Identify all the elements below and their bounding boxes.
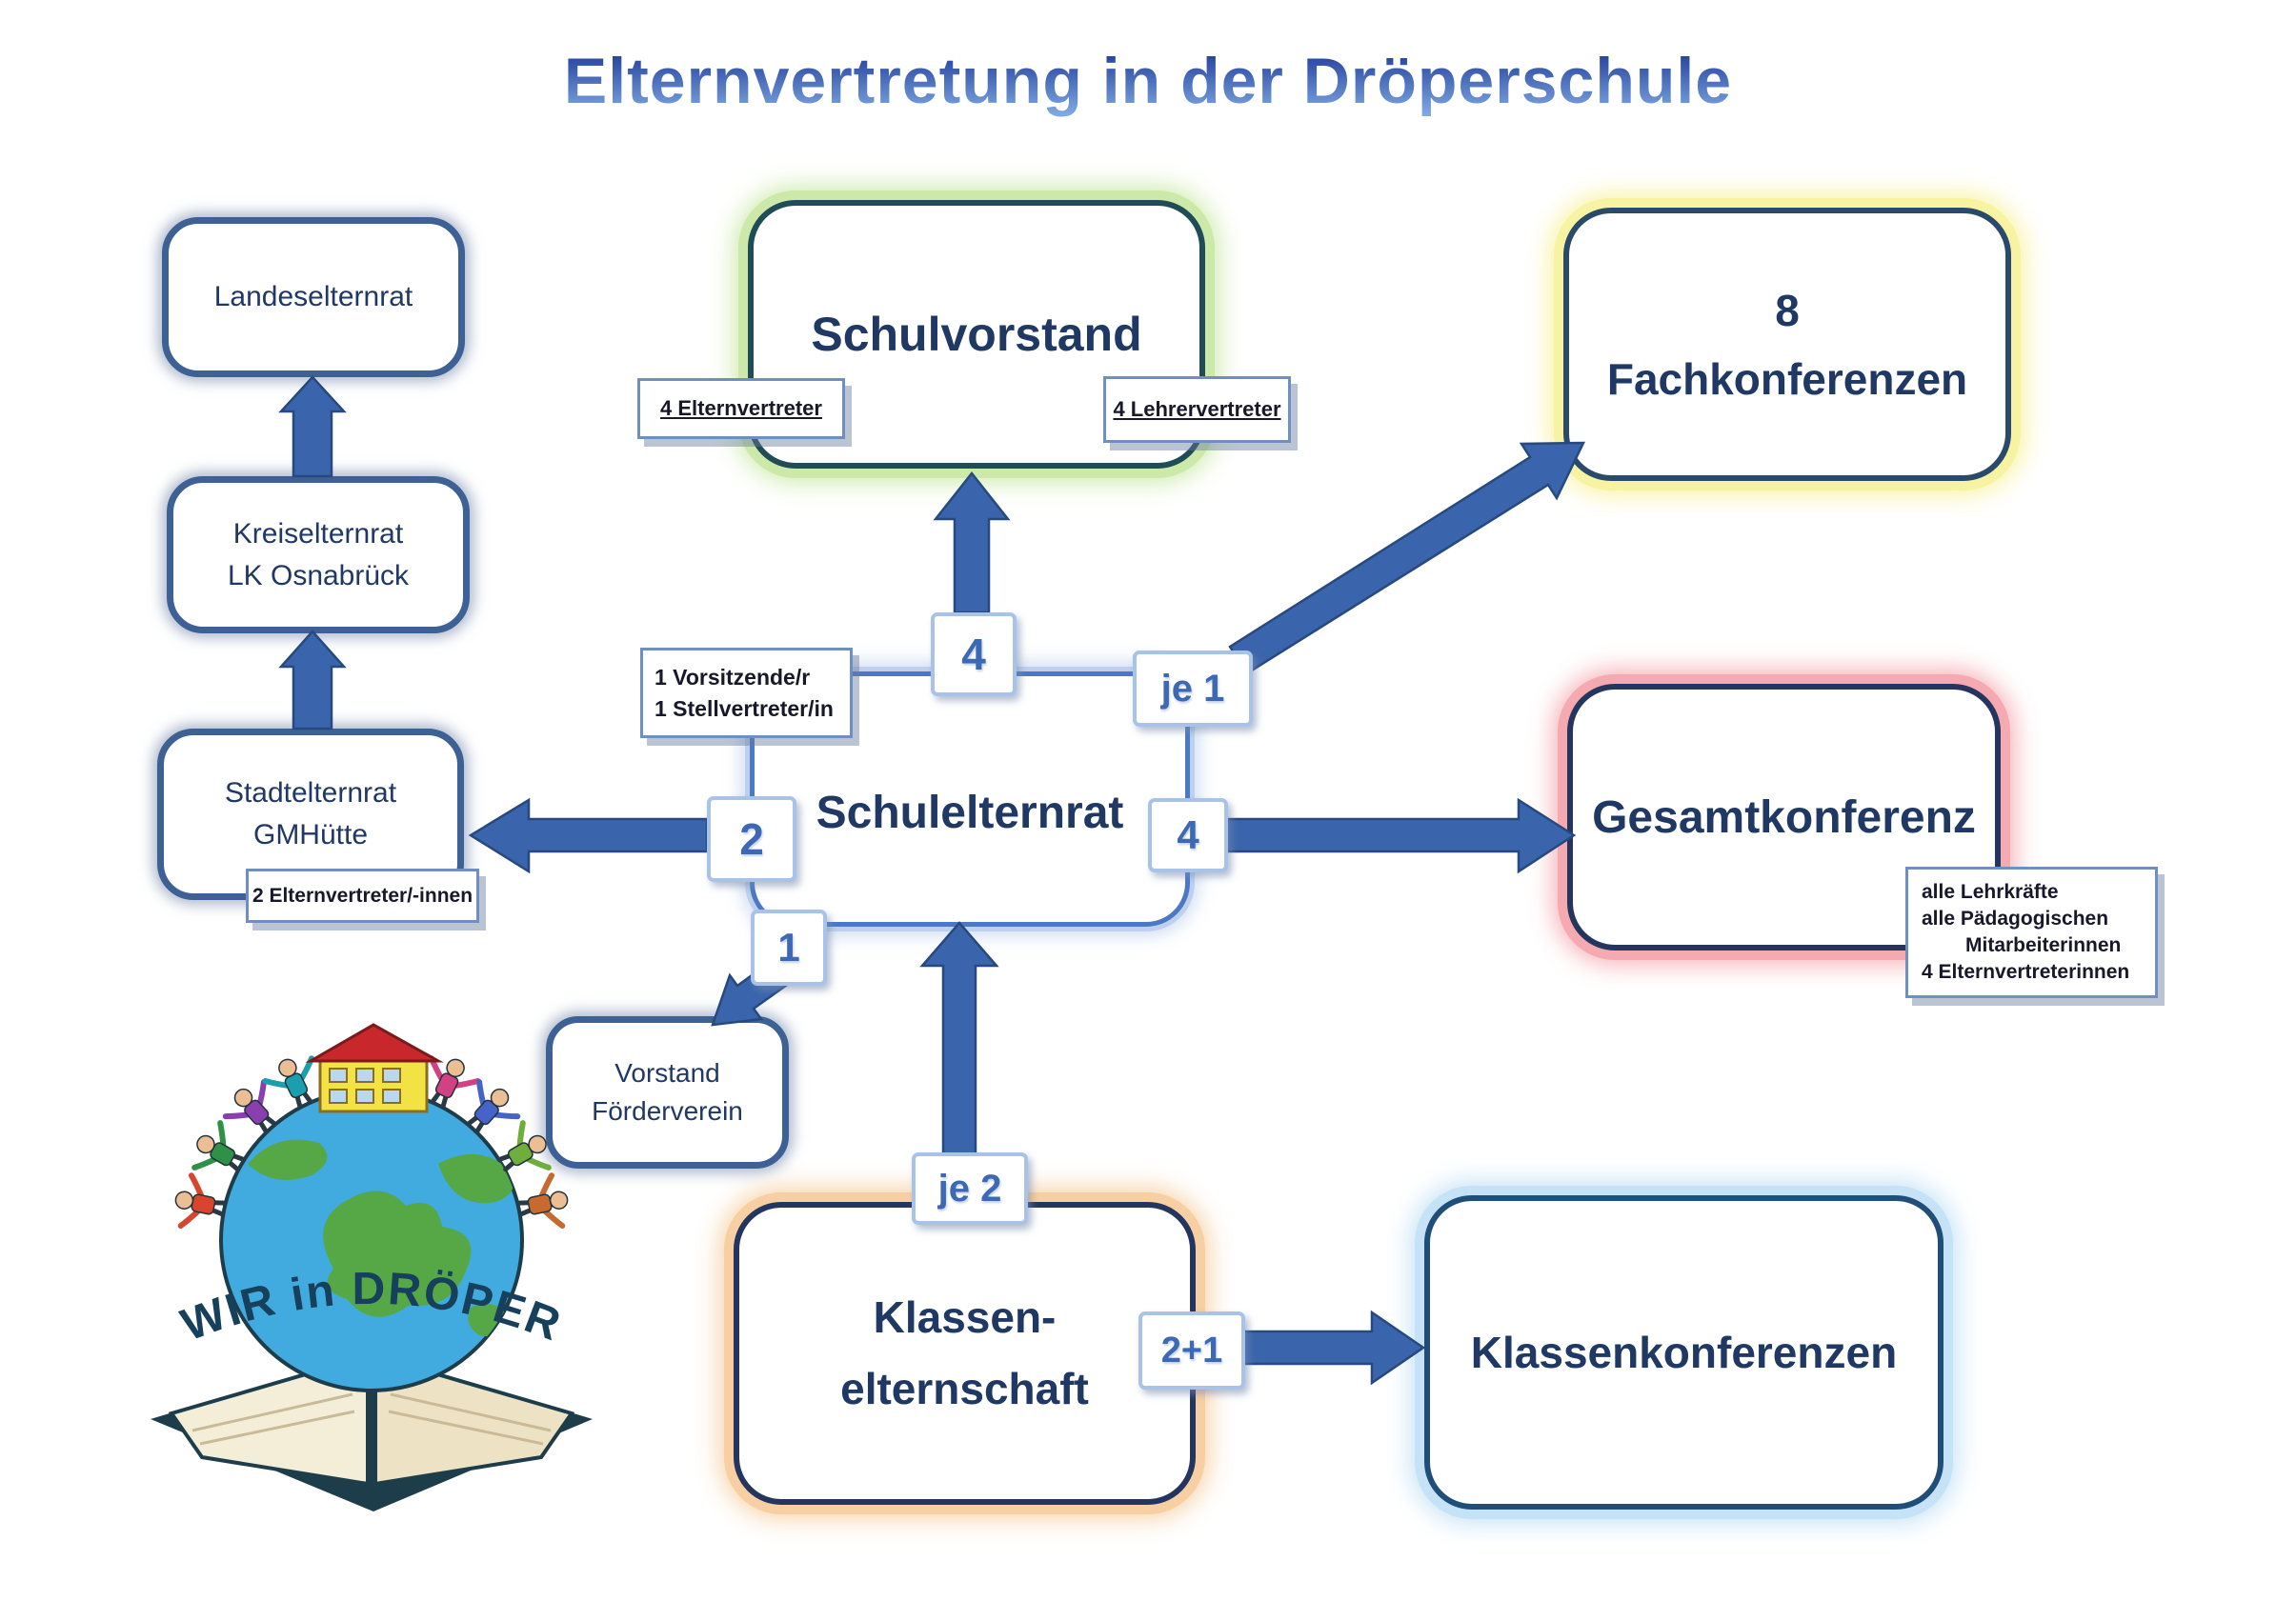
arrow-stadt-to-kreis [278, 630, 347, 730]
node-kreiselternrat: Kreiselternrat LK Osnabrück [167, 476, 470, 633]
arrow-klassen-to-klassenkonferenzen [1241, 1310, 1426, 1386]
node-label: Landeselternrat [213, 281, 413, 312]
arrow-schulelternrat-to-schulvorstand [933, 470, 1011, 614]
badge-2plus1-klassenkonferenzen: 2+1 [1138, 1311, 1245, 1390]
node-label-line1: Vorstand [614, 1058, 720, 1088]
badge-4-gesamtkonferenz: 4 [1148, 798, 1228, 872]
node-klassenkonferenzen: Klassenkonferenzen [1424, 1195, 1944, 1510]
node-vorstand-foerderverein: Vorstand Förderverein [546, 1016, 789, 1169]
badge-2-stadtelternrat: 2 [707, 796, 796, 882]
label-text-line3: Mitarbeiterinnen [1965, 934, 2122, 956]
arrow-kreis-to-landes [278, 375, 347, 478]
open-book-icon [151, 1352, 593, 1511]
node-label-line1: Kreiselternrat [232, 517, 404, 550]
node-label-line2: Förderverein [592, 1096, 743, 1126]
label-text: 4 Lehrervertreter [1113, 397, 1281, 421]
label-4-elternvertreter: 4 Elternvertreter [637, 378, 845, 439]
globe-icon [219, 1088, 524, 1392]
arrow-schulelternrat-to-fachkonferenzen [1228, 441, 1586, 675]
label-text-line2: alle Pädagogischen [1922, 908, 2109, 930]
badge-je2-klassenelternschaft: je 2 [912, 1152, 1028, 1225]
node-label: Klassenkonferenzen [1470, 1328, 1898, 1377]
node-label-line2: Fachkonferenzen [1606, 353, 1968, 404]
school-logo: WIR in DRÖPER [151, 1023, 593, 1511]
arrow-klassen-to-schulelternrat [919, 921, 999, 1156]
label-vorsitzende: 1 Vorsitzende/r 1 Stellvertreter/in [640, 648, 853, 738]
node-label-line2: GMHütte [252, 819, 369, 851]
label-2-elternvertreter: 2 Elternvertreter/-innen [246, 869, 479, 923]
label-text-line1: 1 Vorsitzende/r [655, 664, 811, 690]
node-label-line2: elternschaft [840, 1364, 1089, 1413]
node-label: Schulelternrat [816, 787, 1124, 838]
arrow-schulelternrat-to-stadtelternrat [468, 797, 709, 874]
node-label: Schulvorstand [811, 308, 1142, 361]
label-gesamtkonferenz-hinweis: alle Lehrkräfte alle Pädagogischen Mitar… [1905, 867, 2158, 998]
node-label-line2: LK Osnabrück [227, 559, 410, 591]
node-landeselternrat: Landeselternrat [162, 217, 465, 377]
node-label: Gesamtkonferenz [1592, 791, 1976, 843]
label-text: 2 Elternvertreter/-innen [252, 884, 473, 907]
node-fachkonferenzen: 8 Fachkonferenzen [1563, 208, 2011, 481]
page-title: Elternvertretung in der Dröperschule [0, 44, 2296, 118]
school-house-icon [305, 1023, 444, 1113]
badge-1-foerderverein: 1 [751, 910, 827, 986]
badge-4-schulvorstand: 4 [931, 612, 1017, 696]
label-text-line2: 1 Stellvertreter/in [655, 695, 834, 721]
label-text: 4 Elternvertreter [660, 396, 822, 420]
badge-je1-fachkonferenzen: je 1 [1133, 650, 1253, 727]
label-text-line4: 4 Elternvertreterinnen [1922, 961, 2130, 983]
node-label-line1: Stadtelternrat [224, 777, 397, 809]
label-text-line1: alle Lehrkräfte [1922, 881, 2059, 903]
node-label-line1: 8 [1775, 285, 1800, 335]
label-4-lehrervertreter: 4 Lehrervertreter [1103, 376, 1291, 443]
arrow-schulelternrat-to-gesamtkonferenz [1224, 797, 1577, 874]
node-label-line1: Klassen- [873, 1292, 1057, 1342]
